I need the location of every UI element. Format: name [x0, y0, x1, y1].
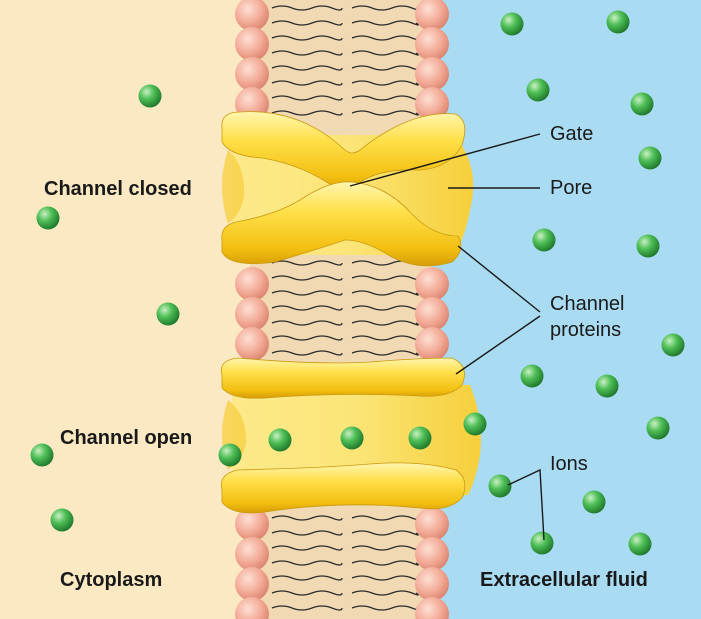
ion-icon — [36, 206, 60, 230]
gate-leader-line — [349, 133, 541, 187]
phospholipid-head-icon — [415, 507, 449, 541]
lipid-tail — [351, 530, 419, 536]
ion-icon — [488, 474, 512, 498]
ion-icon — [463, 412, 487, 436]
ion-icon — [138, 84, 162, 108]
phospholipid-heads — [235, 0, 449, 619]
lipid-tail — [351, 110, 419, 116]
lipid-tail — [351, 560, 419, 566]
phospholipid-head-icon — [415, 267, 449, 301]
phospholipid-head-icon — [235, 327, 269, 361]
lipid-tail — [271, 20, 343, 26]
ions-leader-line — [507, 468, 545, 541]
phospholipid-head-icon — [415, 567, 449, 601]
phospholipid-head-icon — [235, 537, 269, 571]
lipid-tail — [351, 590, 419, 596]
lipid-tail — [271, 335, 343, 341]
lipid-tail — [271, 305, 343, 311]
phospholipid-head-icon — [235, 597, 269, 619]
lipid-tail — [271, 65, 343, 71]
lipid-tail — [271, 560, 343, 566]
channel-open-label: Channel open — [60, 427, 192, 449]
extracellular-fluid-label: Extracellular fluid — [480, 569, 648, 591]
ion-icon — [582, 490, 606, 514]
channel-protein-leader-lower — [455, 315, 541, 375]
ions-label: Ions — [550, 453, 588, 475]
ion-icon — [638, 146, 662, 170]
lipid-tail — [351, 80, 419, 86]
lipid-tail — [271, 590, 343, 596]
lipid-tail — [351, 320, 419, 326]
lipid-tail — [271, 110, 343, 116]
gate-label: Gate — [550, 123, 593, 145]
lipid-tail — [351, 290, 419, 296]
phospholipid-head-icon — [235, 27, 269, 61]
lipid-tail — [271, 575, 343, 581]
ions — [30, 10, 685, 556]
cytoplasm-label: Cytoplasm — [60, 569, 162, 591]
lipid-tail — [271, 35, 343, 41]
ion-icon — [268, 428, 292, 452]
lipid-tail — [271, 50, 343, 56]
pore-label: Pore — [550, 177, 592, 199]
lipid-tail — [271, 290, 343, 296]
cytoplasm-region — [0, 0, 250, 619]
lipid-tail — [271, 80, 343, 86]
lipid-tail — [271, 275, 343, 281]
ion-icon — [30, 443, 54, 467]
phospholipid-head-icon — [235, 0, 269, 31]
phospholipid-head-icon — [235, 567, 269, 601]
ion-icon — [50, 508, 74, 532]
ion-icon — [630, 92, 654, 116]
channel-protein-leader-upper — [457, 245, 541, 313]
lipid-tail — [351, 50, 419, 56]
phospholipid-head-icon — [415, 297, 449, 331]
lipid-tail — [351, 350, 419, 356]
ion-icon — [606, 10, 630, 34]
lipid-tail — [271, 95, 343, 101]
ion-icon — [156, 302, 180, 326]
ion-icon — [520, 364, 544, 388]
extracellular-region — [432, 0, 701, 619]
leader-lines — [349, 133, 545, 541]
ion-icon — [532, 228, 556, 252]
phospholipid-head-icon — [415, 27, 449, 61]
channel-proteins-label-line2: proteins — [550, 319, 621, 341]
ion-icon — [340, 426, 364, 450]
phospholipid-head-icon — [415, 597, 449, 619]
ion-icon — [530, 531, 554, 555]
ion-icon — [218, 443, 242, 467]
phospholipid-head-icon — [415, 537, 449, 571]
lipid-tail — [271, 5, 343, 11]
lipid-tail — [271, 530, 343, 536]
lipid-tail — [271, 260, 343, 266]
lipid-tail — [271, 545, 343, 551]
ion-icon — [646, 416, 670, 440]
lipid-tail — [271, 605, 343, 611]
ion-icon — [500, 12, 524, 36]
phospholipid-head-icon — [235, 267, 269, 301]
ion-icon — [628, 532, 652, 556]
lipid-tail — [271, 515, 343, 521]
phospholipid-head-icon — [235, 507, 269, 541]
channel-closed-label: Channel closed — [44, 178, 192, 200]
closed-channel-protein-icon — [221, 111, 474, 267]
ion-icon — [595, 374, 619, 398]
lipid-tail — [271, 320, 343, 326]
phospholipid-head-icon — [235, 57, 269, 91]
phospholipid-head-icon — [415, 87, 449, 121]
phospholipid-head-icon — [415, 327, 449, 361]
phospholipid-head-icon — [415, 0, 449, 31]
ion-icon — [526, 78, 550, 102]
channel-proteins-label-line1: Channel — [550, 293, 625, 315]
ion-icon — [661, 333, 685, 357]
ion-icon — [636, 234, 660, 258]
lipid-tail — [351, 20, 419, 26]
phospholipid-head-icon — [415, 57, 449, 91]
phospholipid-head-icon — [235, 297, 269, 331]
ion-icon — [408, 426, 432, 450]
lipid-tail — [271, 350, 343, 356]
